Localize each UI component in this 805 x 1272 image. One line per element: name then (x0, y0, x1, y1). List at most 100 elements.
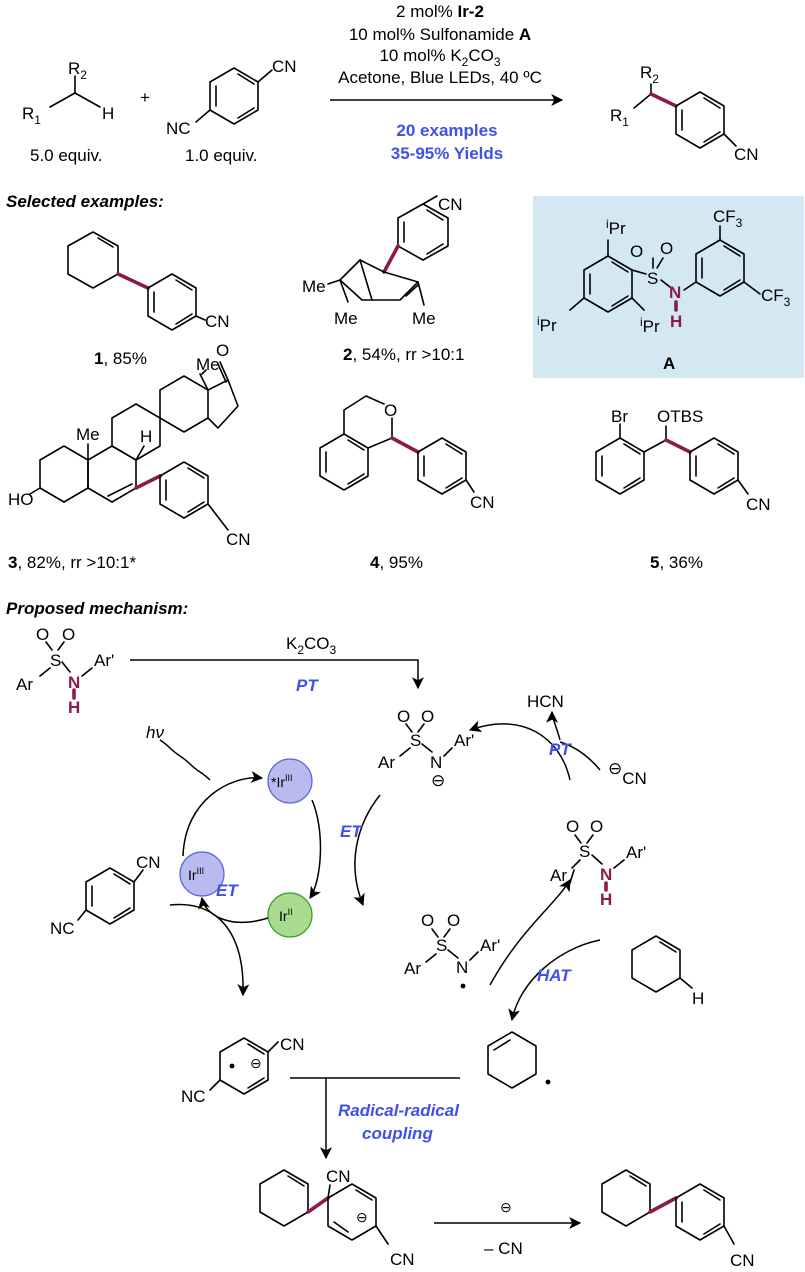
svg-text:CN: CN (136, 853, 161, 872)
svg-text:Ar': Ar' (626, 843, 646, 862)
svg-text:CN: CN (438, 195, 463, 214)
svg-text:N: N (456, 958, 468, 977)
svg-text:NC: NC (50, 919, 75, 938)
svg-text:O: O (421, 911, 434, 930)
et-arrow-center (353, 794, 381, 907)
sulfonamide-radical: O O S Ar N Ar' (404, 911, 500, 989)
svg-text:N: N (669, 283, 681, 302)
svg-text:Me: Me (302, 277, 326, 296)
example-1-label: 1, 85% (94, 349, 147, 368)
svg-text:H: H (692, 989, 704, 1008)
svg-text:H: H (600, 890, 612, 909)
svg-text:35-95% Yields: 35-95% Yields (391, 144, 503, 163)
svg-text:O: O (421, 707, 434, 726)
reagent-terephthalonitrile: CN NC (166, 57, 297, 138)
svg-text:iPr: iPr (640, 315, 660, 336)
hat-arrow-down (508, 939, 601, 1022)
svg-text:CN: CN (470, 493, 495, 512)
svg-text:R1: R1 (610, 106, 629, 129)
svg-text:S: S (647, 269, 658, 288)
svg-text:CN: CN (280, 1035, 305, 1054)
svg-text:Ar: Ar (378, 753, 395, 772)
svg-text:O: O (660, 239, 673, 258)
svg-text:HO: HO (8, 490, 34, 509)
k2co3-label: K2CO3 (286, 634, 337, 657)
svg-text:⊖: ⊖ (250, 1055, 262, 1071)
example-2-structure: CN Me Me Me (302, 195, 463, 328)
svg-text:20 examples: 20 examples (396, 121, 497, 140)
svg-text:Ar: Ar (550, 866, 567, 885)
svg-text:O: O (62, 625, 75, 644)
example-3-structure: O Me Me H HO CN (8, 341, 251, 549)
example-3-label: 3, 82%, rr >10:1* (8, 553, 136, 572)
pt-label-right: PT (549, 740, 572, 759)
pt-arrow-right (468, 720, 571, 781)
sulfonamide-start: O O S Ar N H Ar' (16, 625, 114, 717)
svg-text:S: S (436, 936, 447, 955)
svg-text:CF3: CF3 (761, 286, 791, 309)
svg-text:Ar: Ar (404, 959, 421, 978)
terephthalonitrile-radical-anion: ⊖ CN NC (181, 1035, 305, 1106)
svg-text:CN: CN (226, 530, 251, 549)
et-arrow-left (169, 903, 250, 997)
pt-label-top: PT (296, 676, 319, 695)
svg-text:Acetone, Blue LEDs, 40 ºC: Acetone, Blue LEDs, 40 ºC (338, 68, 542, 87)
light-wave (159, 739, 211, 781)
ir-iii-label: IrIII (188, 866, 204, 883)
ir-iii-excited-label: *IrIII (271, 773, 293, 790)
svg-text:Ar': Ar' (94, 651, 114, 670)
example-4-structure: O CN (319, 395, 495, 512)
svg-text:O: O (216, 341, 229, 360)
svg-text:S: S (410, 731, 421, 750)
svg-text:iPr: iPr (537, 314, 557, 335)
svg-text:H: H (140, 427, 152, 446)
sulfonamide-a-box (533, 196, 804, 378)
ir-ii-label: IrII (279, 907, 293, 924)
svg-text:O: O (36, 625, 49, 644)
svg-text:O: O (630, 242, 643, 261)
r1-label: R1 (22, 104, 41, 127)
mechanism-heading: Proposed mechanism: (6, 599, 188, 618)
svg-text:Ar': Ar' (480, 936, 500, 955)
svg-text:⊖: ⊖ (356, 1209, 368, 1225)
sulfonamide-neutral: O O S Ar N H Ar' (550, 817, 646, 909)
svg-text:10 mol% K2CO3: 10 mol% K2CO3 (379, 46, 500, 69)
svg-text:Br: Br (611, 407, 628, 426)
svg-text:NC: NC (181, 1087, 206, 1106)
coupling-label-2: coupling (362, 1124, 433, 1143)
svg-text:H: H (670, 312, 682, 331)
minus-cn-label: – CN (484, 1239, 523, 1258)
svg-text:CN: CN (730, 1251, 755, 1270)
svg-text:Me: Me (412, 309, 436, 328)
svg-text:iPr: iPr (606, 217, 626, 238)
svg-text:Me: Me (334, 309, 358, 328)
et-label-center: ET (340, 822, 363, 841)
svg-text:⊖: ⊖ (431, 771, 445, 790)
cyanide-minus: ⊖ (500, 1199, 512, 1215)
svg-text:CN: CN (746, 495, 771, 514)
reagent2-equiv: 1.0 equiv. (185, 146, 257, 165)
selected-examples-heading: Selected examples: (6, 192, 164, 211)
svg-text:N: N (600, 865, 612, 884)
reaction-conditions: 2 mol% Ir-2 10 mol% Sulfonamide A 10 mol… (338, 2, 542, 163)
svg-text:S: S (50, 651, 61, 670)
product-general: R2 R1 CN (610, 63, 759, 164)
svg-text:2 mol% Ir-2: 2 mol% Ir-2 (396, 2, 484, 21)
plus-sign: + (140, 88, 150, 107)
cyclohexenyl-radical (487, 1031, 551, 1089)
example-4-label: 4, 95% (370, 553, 423, 572)
hat-label: HAT (537, 966, 572, 985)
svg-text:N: N (430, 753, 442, 772)
cn-label: CN (272, 57, 297, 76)
svg-text:Ar': Ar' (454, 731, 474, 750)
coupling-label-1: Radical-radical (338, 1101, 460, 1120)
coupled-intermediate: CN ⊖ CN (259, 1167, 415, 1269)
reagent1-equiv: 5.0 equiv. (30, 146, 102, 165)
svg-text:O: O (447, 911, 460, 930)
svg-text:CN: CN (326, 1167, 351, 1186)
example-5-structure: Br OTBS CN (595, 407, 771, 514)
hat-arrow-up (489, 878, 571, 986)
svg-text:O: O (566, 817, 579, 836)
svg-text:Ar: Ar (16, 675, 33, 694)
r2-label: R2 (68, 59, 87, 82)
